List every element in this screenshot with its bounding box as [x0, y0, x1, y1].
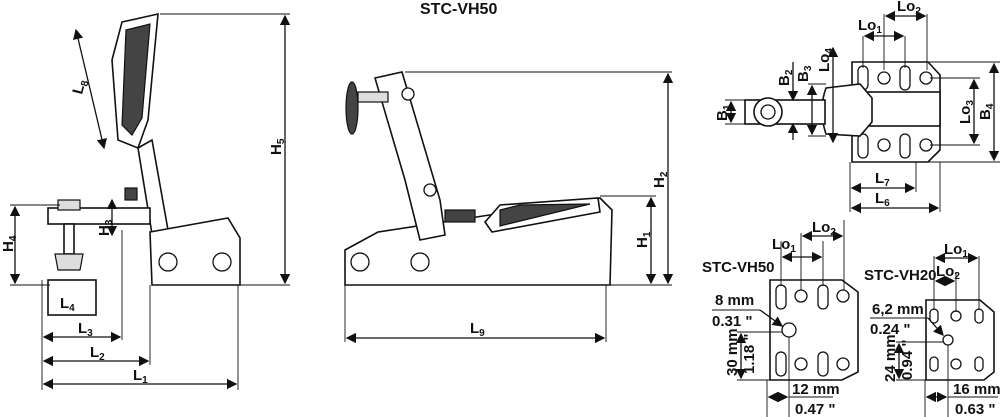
plate-lo1: Lo1	[772, 236, 796, 255]
plate-model-label: STC-VH50	[702, 259, 775, 276]
open-view-dimensions: H2 H1 L9	[344, 71, 674, 344]
hole-horizontal-mm: 12 mm	[792, 381, 840, 398]
dim-L8: L8	[69, 77, 91, 96]
drawing-title: STC-VH50	[420, 1, 497, 18]
dim-H2: H2	[651, 171, 670, 188]
dim-H4: H4	[0, 235, 19, 252]
hole-diameter-in: 0.31 "	[712, 313, 752, 330]
plate-lo1: Lo1	[944, 241, 968, 260]
hole-horizontal-in: 0.47 "	[795, 401, 835, 417]
side-view-dimensions: H5 L8 H4 H3 L4 L3 L2 L1	[0, 13, 291, 390]
plate-stc-vh50: STC-VH50 Lo1 Lo2 8 mm 0.31 " 30 mm 1.18 …	[702, 219, 859, 417]
dim-B3: B3	[795, 65, 814, 82]
dim-H3: H3	[96, 219, 115, 236]
plate-lo2: Lo2	[812, 219, 836, 238]
plate-lo2: Lo2	[936, 263, 960, 282]
plate-model-label: STC-VH20	[864, 267, 937, 284]
hole-diameter-mm: 6,2 mm	[872, 301, 924, 318]
dim-L1: L1	[133, 367, 148, 386]
side-view-clamp	[47, 12, 241, 316]
dim-Lo1: Lo1	[858, 17, 882, 36]
dim-Lo2: Lo2	[897, 0, 921, 17]
open-view-clamp	[344, 71, 613, 286]
dim-L6: L6	[875, 190, 890, 209]
dim-H1: H1	[634, 231, 653, 248]
dim-B1: B1	[714, 104, 733, 121]
dim-H5: H5	[268, 138, 287, 155]
top-view-clamp	[744, 61, 941, 163]
hole-vertical-mm: 30 mm	[724, 328, 741, 376]
dim-Lo3: Lo3	[957, 100, 976, 124]
hole-vertical-in: 1.18 "	[741, 334, 758, 374]
dim-B2: B2	[776, 69, 795, 86]
hole-vertical-mm: 24 mm	[882, 334, 899, 382]
hole-horizontal-mm: 16 mm	[953, 381, 1000, 398]
dim-Lo4: Lo4	[816, 48, 835, 72]
dim-L3: L3	[78, 320, 93, 339]
hole-vertical-in: 0.94 "	[899, 340, 916, 380]
dim-L2: L2	[90, 344, 105, 363]
dim-L4: L4	[60, 295, 75, 314]
plate-stc-vh20: STC-VH20 Lo1 Lo2 6,2 mm 0.24 " 24 mm 0.9…	[864, 241, 1000, 417]
hole-horizontal-in: 0.63 "	[955, 401, 995, 417]
top-view-dimensions: Lo1 Lo2 B4 Lo3 Lo4 B3 B2 B1 L7 L6	[714, 0, 1000, 214]
dim-B4: B4	[977, 103, 996, 120]
hole-diameter-in: 0.24 "	[870, 321, 910, 338]
dim-L7: L7	[875, 170, 890, 189]
hole-diameter-mm: 8 mm	[715, 292, 754, 309]
dim-L9: L9	[470, 320, 485, 339]
